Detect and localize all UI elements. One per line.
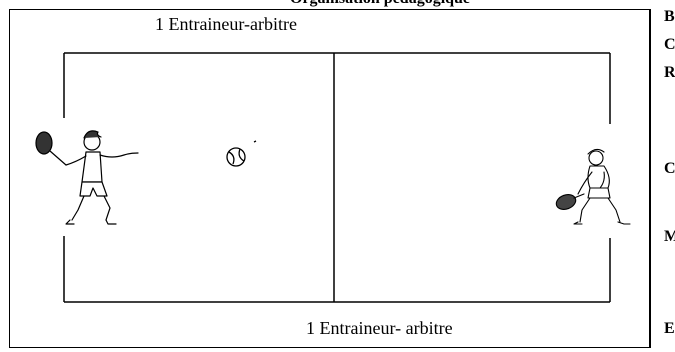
side-letter: M [664, 228, 675, 245]
tennis-player-ready-icon [555, 148, 631, 225]
umpire-top-label: 1 Entraineur-arbitre [154, 14, 298, 34]
side-letter: B [664, 8, 675, 25]
tennis-ball-icon [226, 140, 257, 167]
court-lines [63, 52, 611, 303]
side-letter: C [664, 160, 675, 177]
tennis-player-forehand-icon [35, 130, 139, 225]
page-heading: Organisation pédagogique [290, 0, 470, 8]
side-letter: C [664, 36, 675, 53]
side-letter: R [664, 64, 675, 81]
umpire-bottom-label: 1 Entraineur- arbitre [306, 318, 453, 338]
court-cell [9, 9, 650, 348]
heading-strip: Organisation pédagogique [290, 0, 650, 18]
side-letter: E [664, 320, 675, 337]
side-column: B C R C M E [664, 0, 675, 352]
column-divider [650, 9, 651, 348]
